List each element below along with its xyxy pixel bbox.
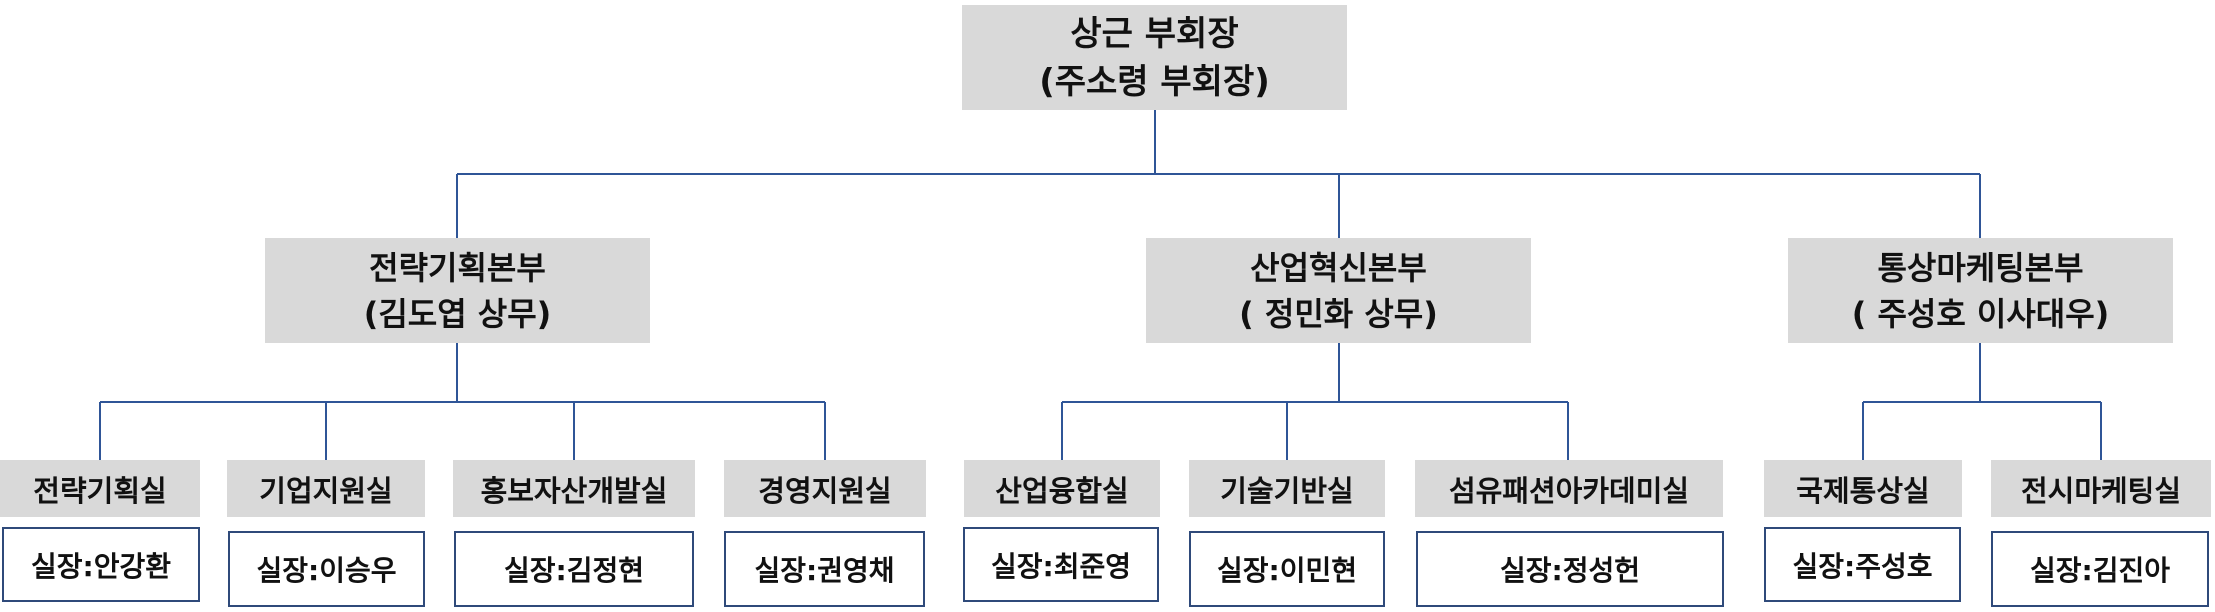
department-head: 실장:이민현 <box>1189 531 1385 607</box>
division-title: 통상마케팅본부 <box>1877 248 2084 287</box>
root-node: 상근 부회장 (주소령 부회장) <box>962 5 1347 110</box>
department-label: 산업융합실 <box>964 460 1160 517</box>
division-node: 전략기획본부 (김도엽 상무) <box>265 238 650 343</box>
department-head: 실장:김정현 <box>454 531 694 607</box>
department-head: 실장:권영채 <box>724 531 925 607</box>
department-head: 실장:이승우 <box>228 531 425 607</box>
department-head: 실장:안강환 <box>2 527 200 602</box>
division-node: 산업혁신본부 ( 정민화 상무) <box>1146 238 1531 343</box>
division-subtitle: ( 정민화 상무) <box>1239 294 1438 333</box>
division-title: 산업혁신본부 <box>1250 248 1427 287</box>
department-head: 실장:김진아 <box>1991 531 2209 607</box>
department-label: 기술기반실 <box>1189 460 1385 517</box>
department-label: 전략기획실 <box>0 460 200 517</box>
division-subtitle: (김도엽 상무) <box>363 294 552 333</box>
department-label: 기업지원실 <box>227 460 425 517</box>
division-title: 전략기획본부 <box>369 248 546 287</box>
root-subtitle: (주소령 부회장) <box>1039 61 1270 102</box>
root-title: 상근 부회장 <box>1070 13 1239 54</box>
department-label: 홍보자산개발실 <box>453 460 695 517</box>
department-label: 국제통상실 <box>1764 460 1962 517</box>
department-label: 섬유패션아카데미실 <box>1415 460 1723 517</box>
department-label: 전시마케팅실 <box>1991 460 2211 517</box>
department-head: 실장:정성헌 <box>1416 531 1724 607</box>
division-subtitle: ( 주성호 이사대우) <box>1851 294 2110 333</box>
department-head: 실장:주성호 <box>1764 527 1961 602</box>
department-head: 실장:최준영 <box>963 527 1159 602</box>
department-label: 경영지원실 <box>724 460 926 517</box>
division-node: 통상마케팅본부 ( 주성호 이사대우) <box>1788 238 2173 343</box>
